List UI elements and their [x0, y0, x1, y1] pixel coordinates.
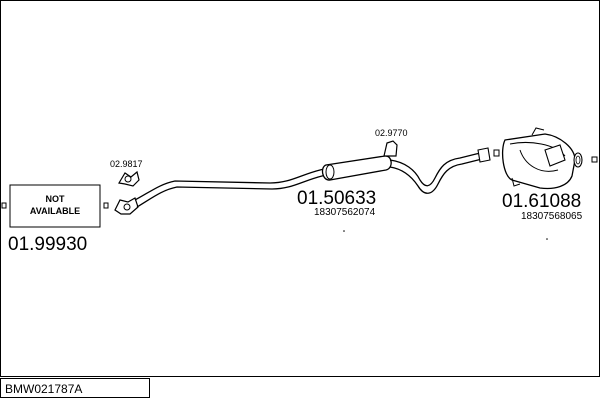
not-available-line2: AVAILABLE: [30, 206, 80, 216]
front-clamp-part[interactable]: 02.9817: [110, 159, 143, 187]
right-edge-marker: [591, 156, 598, 163]
not-available-box: [9, 184, 101, 228]
front-flange: [114, 197, 139, 215]
front-clamp-shape: [118, 170, 140, 187]
center-silencer-body: [321, 155, 392, 181]
rear-silencer-body: [501, 133, 576, 190]
tailpipe-tip-inner: [575, 155, 581, 165]
rear-silencer-contour: [519, 149, 559, 172]
center-silencer-part[interactable]: 01.50633 18307562074: [297, 155, 392, 218]
center-silencer-oem-number: 18307562074: [314, 207, 376, 218]
rear-silencer-oem-number: 18307568065: [521, 211, 583, 222]
rear-pipe-lower: [389, 157, 487, 194]
rear-pipe-upper: [389, 151, 487, 187]
exhaust-diagram: NOT AVAILABLE 01.99930 02.9817 01.50633 …: [1, 127, 598, 255]
connector-marker: [103, 202, 109, 209]
not-available-part-number: 01.99930: [8, 234, 87, 255]
mid-clamp-part[interactable]: 02.9770: [375, 128, 408, 157]
diagram-code: BMW021787A: [5, 382, 83, 396]
diagram-code-box: BMW021787A: [0, 378, 150, 398]
mid-clamp-part-number: 02.9770: [375, 128, 408, 138]
front-pipe-upper: [134, 166, 333, 201]
front-flange-hole: [123, 203, 131, 211]
rear-silencer-heat-shield: [544, 144, 566, 167]
not-available-part[interactable]: NOT AVAILABLE 01.99930: [8, 184, 101, 255]
center-silencer-part-number: 01.50633: [297, 188, 376, 209]
tailpipe-tip: [573, 152, 583, 168]
rear-joint-marker: [493, 149, 500, 157]
dot-marker-rear: [546, 238, 548, 240]
rear-silencer-part[interactable]: 01.61088 18307568065: [501, 127, 583, 222]
rear-silencer-hanger: [511, 177, 521, 187]
front-pipe-lower: [136, 173, 333, 208]
dot-marker-center: [343, 230, 345, 232]
center-silencer-end: [325, 164, 335, 180]
rear-silencer-part-number: 01.61088: [502, 191, 581, 212]
not-available-line1: NOT: [46, 194, 66, 204]
front-clamp-part-number: 02.9817: [110, 159, 143, 169]
rear-silencer-bracket: [531, 127, 545, 136]
mid-clamp-shape: [383, 140, 398, 157]
left-edge-marker: [1, 202, 7, 209]
front-clamp-hole: [124, 175, 132, 183]
rear-joint-clamp: [477, 147, 491, 163]
